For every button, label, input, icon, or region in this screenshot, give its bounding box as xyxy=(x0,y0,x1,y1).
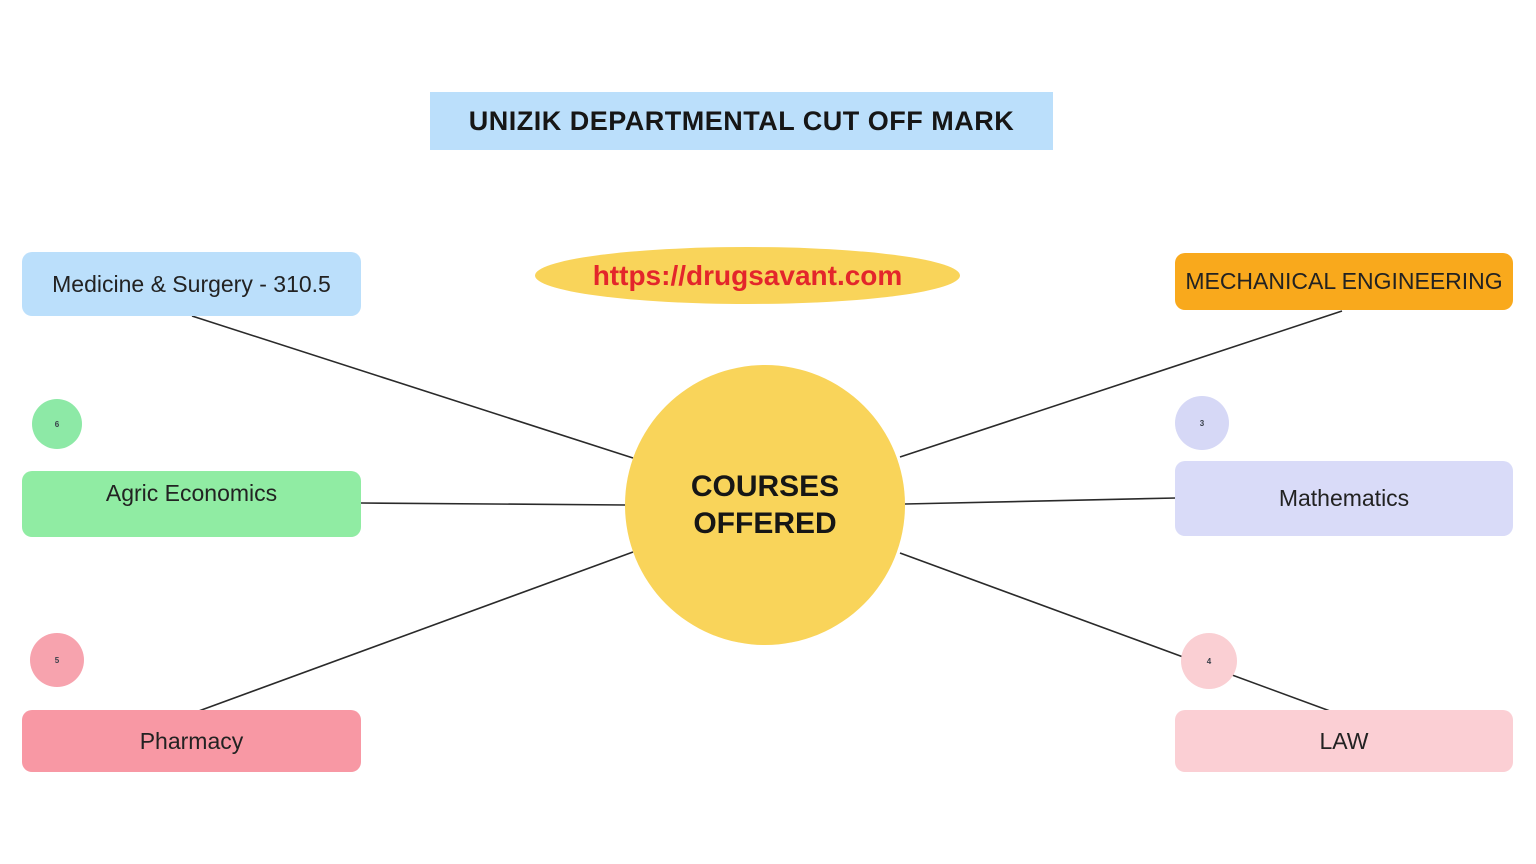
node-medicine-surgery: Medicine & Surgery - 310.5 xyxy=(22,252,361,316)
badge-circle-law: 4 xyxy=(1181,633,1237,689)
node-label: LAW xyxy=(1319,727,1369,754)
page-title: UNIZIK DEPARTMENTAL CUT OFF MARK xyxy=(468,105,1015,136)
title-banner: UNIZIK DEPARTMENTAL CUT OFF MARK xyxy=(430,92,1053,150)
connector-medicine xyxy=(191,315,634,459)
center-node-label: COURSES OFFERED xyxy=(690,469,840,541)
watermark-url: https://drugsavant.com xyxy=(592,259,903,291)
connector-pharmacy xyxy=(195,551,634,713)
connector-mechanical xyxy=(899,310,1343,458)
connector-law xyxy=(899,552,1331,712)
node-mechanical-engineering: MECHANICAL ENGINEERING xyxy=(1175,253,1513,310)
center-node-courses-offered: COURSES OFFERED xyxy=(625,365,905,645)
connector-agric xyxy=(360,502,627,506)
badge-number: 3 xyxy=(1199,418,1205,428)
badge-circle-mathematics: 3 xyxy=(1175,396,1229,450)
node-agric-economics: Agric Economics xyxy=(22,471,361,537)
node-pharmacy: Pharmacy xyxy=(22,710,361,772)
badge-circle-agric: 6 xyxy=(32,399,82,449)
node-label: Pharmacy xyxy=(139,727,244,754)
node-label: Agric Economics xyxy=(105,480,278,506)
badge-circle-pharmacy: 5 xyxy=(30,633,84,687)
node-mathematics: Mathematics xyxy=(1175,461,1513,536)
node-label: MECHANICAL ENGINEERING xyxy=(1185,268,1503,294)
watermark-ellipse: https://drugsavant.com xyxy=(535,247,960,304)
badge-number: 4 xyxy=(1206,656,1212,666)
node-law: LAW xyxy=(1175,710,1513,772)
node-label: Medicine & Surgery - 310.5 xyxy=(52,270,331,297)
connector-mathematics xyxy=(904,497,1177,505)
badge-number: 5 xyxy=(54,655,60,665)
node-label: Mathematics xyxy=(1278,485,1410,511)
badge-number: 6 xyxy=(54,419,60,429)
